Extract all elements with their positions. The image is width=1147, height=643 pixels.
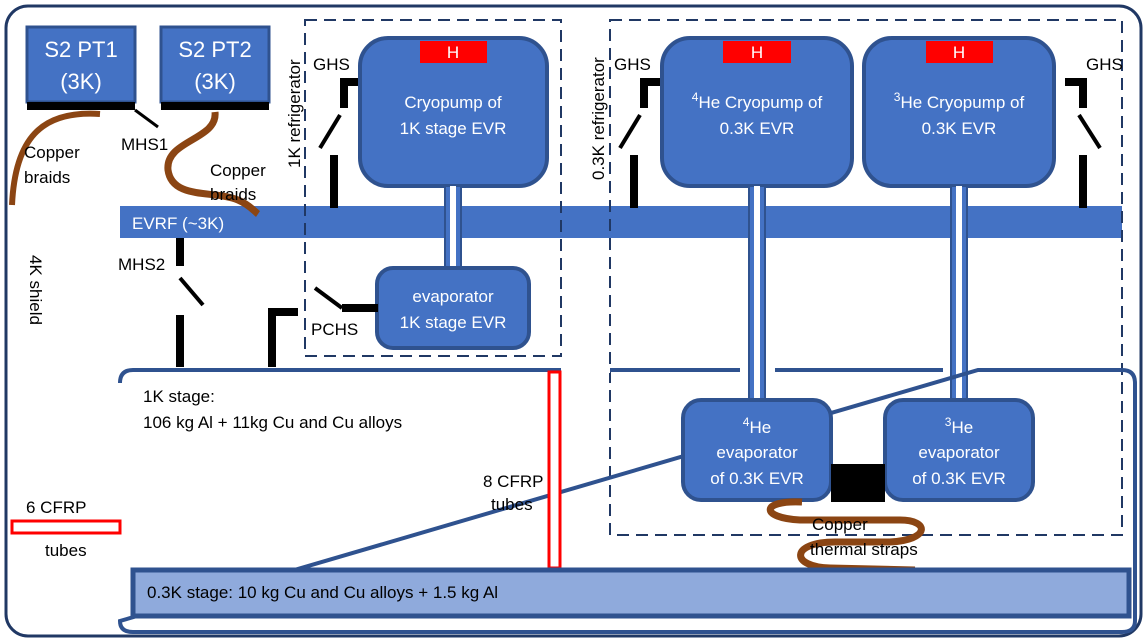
shield-label: 4K shield	[26, 255, 45, 325]
he3-cryopump-sup: 3	[894, 90, 901, 104]
evaporator-1k-label-2: 1K stage EVR	[400, 313, 507, 332]
copper-braids-label-1b: braids	[24, 168, 70, 187]
pchs-label: PCHS	[311, 320, 358, 339]
s2-pt1-temp: (3K)	[60, 69, 102, 94]
ghs-03k-right-switch	[1077, 113, 1102, 150]
pipe-1k-core	[450, 186, 456, 268]
he3-evaporator-label-1: 3He	[945, 415, 973, 437]
stage-03k-plate	[130, 567, 1132, 619]
ghs-03k-left-top-vert	[640, 78, 648, 108]
he4-cryopump-label-1: 4He Cryopump of	[692, 90, 823, 112]
he4-evaporator-label-2: evaporator	[716, 443, 798, 462]
straps-label-1: Copper	[812, 515, 868, 534]
heater-he4-label: H	[751, 43, 763, 62]
ghs-1k-bottom	[330, 155, 338, 208]
copper-braids-label-1a: Copper	[24, 143, 80, 162]
he3-evaporator-label-3: of 0.3K EVR	[912, 469, 1006, 488]
he3-cryopump-label-1: 3He Cryopump of	[894, 90, 1025, 112]
he4-evaporator-text: He	[749, 418, 771, 437]
he4-cryopump-sup: 4	[692, 90, 699, 104]
ghs-03k-left-bottom	[630, 155, 638, 208]
heater-1k	[420, 41, 487, 63]
ghs-1k-switch	[318, 113, 342, 150]
he4-cryopump-text: He Cryopump of	[698, 93, 822, 112]
copper-thermal-straps	[766, 498, 925, 574]
pchs-switch	[313, 286, 344, 310]
ghs-03k-right-top-vert	[1079, 78, 1087, 108]
mhs1-label: MHS1	[121, 135, 168, 154]
heater-he4	[723, 41, 791, 63]
cryopump-1k-label-1: Cryopump of	[404, 93, 502, 112]
ghs-1k-label: GHS	[313, 55, 350, 74]
evaporator-link	[831, 464, 885, 502]
he4-evaporator-sup: 4	[743, 415, 750, 429]
shield-frame	[4, 4, 1143, 638]
he4-evaporator-label-1: 4He	[743, 415, 771, 437]
mhs2-switch	[178, 276, 205, 307]
pchs-connector	[342, 304, 378, 312]
pchs-post-top	[268, 308, 298, 316]
ghs-03k-right-bottom	[1079, 155, 1087, 208]
cfrp6-label-2: tubes	[45, 541, 87, 560]
pipe-he4-core	[754, 186, 760, 400]
evrf-plate	[120, 206, 1122, 238]
cfrp8-tube	[547, 370, 562, 570]
ghs-03k-right-top-horiz	[1065, 78, 1087, 86]
cfrp6-tube	[10, 519, 122, 535]
refrigerator-03k-title: 0.3K refrigerator	[589, 57, 608, 180]
he3-evaporator-sup: 3	[945, 415, 952, 429]
he4-evaporator-box	[681, 398, 833, 502]
stage-03k-label: 0.3K stage: 10 kg Cu and Cu alloys + 1.5…	[147, 583, 498, 602]
heater-he3-label: H	[953, 43, 965, 62]
stage-1k-label-1: 1K stage:	[143, 387, 215, 406]
mhs2-top	[176, 238, 184, 266]
he4-cryopump-label-2: 0.3K EVR	[720, 119, 795, 138]
refrigerator-1k-title: 1K refrigerator	[285, 59, 304, 168]
pchs-post	[268, 308, 276, 367]
copper-braid-left	[9, 110, 101, 206]
copper-braids-label-2a: Copper	[210, 161, 266, 180]
ghs-03k-left-switch	[618, 113, 642, 150]
refrigerator-1k-outline	[304, 19, 562, 357]
he3-evaporator-label-2: evaporator	[918, 443, 1000, 462]
copper-braids-label-2b: braids	[210, 185, 256, 204]
mhs2-label: MHS2	[118, 255, 165, 274]
s2-pt1-base	[27, 102, 135, 110]
ghs-1k-top-horiz	[340, 78, 362, 86]
he4-evaporator-label-3: of 0.3K EVR	[710, 469, 804, 488]
mhs1-switch	[134, 108, 159, 129]
heater-he3	[926, 41, 993, 63]
evrf-label: EVRF (~3K)	[132, 214, 224, 233]
ghs-03k-right-label: GHS	[1086, 55, 1123, 74]
cfrp8-label-1: 8 CFRP	[483, 472, 543, 491]
s2-pt2-label: S2 PT2	[178, 37, 251, 62]
heater-1k-label: H	[447, 43, 459, 62]
stage-1k-label-2: 106 kg Al + 11kg Cu and Cu alloys	[143, 413, 402, 432]
s2-pt2-temp: (3K)	[194, 69, 236, 94]
ghs-1k-top-vert	[340, 78, 348, 108]
cfrp6-label-1: 6 CFRP	[26, 498, 86, 517]
he3-evaporator-text: He	[951, 418, 973, 437]
copper-braid-right	[164, 111, 261, 217]
s2-pt1-label: S2 PT1	[44, 37, 117, 62]
ghs-03k-left-top-horiz	[640, 78, 662, 86]
he3-cryopump-text: He Cryopump of	[900, 93, 1024, 112]
evaporator-1k-box	[375, 266, 531, 350]
ghs-03k-left-label: GHS	[614, 55, 651, 74]
straps-label-2: thermal straps	[810, 540, 918, 559]
he3-evaporator-box	[883, 398, 1035, 502]
cfrp8-label-2: tubes	[491, 495, 533, 514]
refrigerator-03k-outline	[609, 19, 1123, 536]
stage-1k-box	[117, 368, 1137, 634]
cryopump-1k-label-2: 1K stage EVR	[400, 119, 507, 138]
evaporator-1k-label-1: evaporator	[412, 287, 494, 306]
mhs2-bottom	[176, 315, 184, 367]
he3-cryopump-label-2: 0.3K EVR	[922, 119, 997, 138]
pipe-he3-core	[956, 186, 962, 400]
s2-pt2-base	[161, 102, 269, 110]
